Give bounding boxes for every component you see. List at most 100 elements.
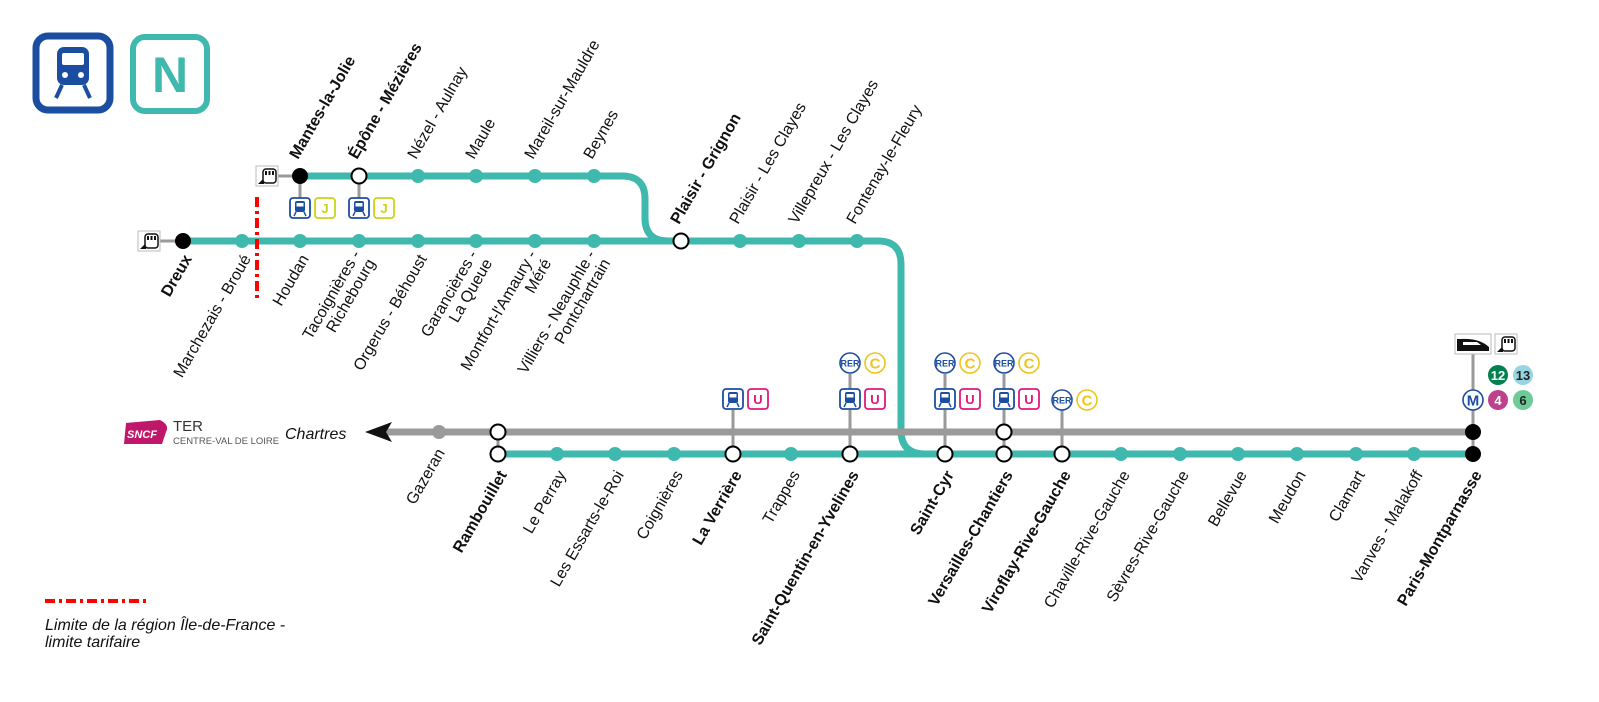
- station-marker[interactable]: [724, 445, 742, 463]
- rer-badge: RER: [839, 352, 861, 374]
- svg-text:U: U: [1024, 392, 1033, 407]
- svg-text:RER: RER: [840, 359, 860, 369]
- station-marker[interactable]: [587, 234, 601, 248]
- station-name: Bellevue: [1205, 468, 1250, 530]
- station-marker[interactable]: [1053, 445, 1071, 463]
- station-label-nezel-aulnay[interactable]: Nézel - Aulnay: [405, 64, 471, 162]
- transilien-train-icon: [348, 197, 370, 219]
- line-j-badge: J: [373, 197, 395, 219]
- station-name: Rambouillet: [450, 467, 511, 555]
- transilien-train-icon: [722, 388, 744, 410]
- station-label-maule[interactable]: Maule: [463, 116, 500, 162]
- station-label-saint-quentin-en-yvelines[interactable]: Saint-Quentin-en-Yvelines: [749, 468, 863, 648]
- station-marker[interactable]: [1114, 447, 1128, 461]
- station-name: Saint-Cyr: [908, 468, 958, 538]
- line-u-badge: U: [959, 388, 981, 410]
- metro-line-13-badge: 13: [1513, 365, 1533, 385]
- station-marker[interactable]: [235, 234, 249, 248]
- station-marker[interactable]: [995, 445, 1013, 463]
- rer-line-c-badge: C: [1076, 389, 1098, 411]
- station-marker[interactable]: [352, 234, 366, 248]
- station-marker[interactable]: [469, 234, 483, 248]
- station-label-bellevue[interactable]: Bellevue: [1205, 468, 1250, 530]
- station-label-trappes[interactable]: Trappes: [760, 468, 804, 527]
- station-marker[interactable]: [1231, 447, 1245, 461]
- station-label-meudon[interactable]: Meudon: [1266, 468, 1310, 527]
- station-marker[interactable]: [411, 234, 425, 248]
- station-name: Coignières: [634, 468, 687, 543]
- station-marker[interactable]: [1349, 447, 1363, 461]
- line-letter: N: [152, 47, 188, 103]
- station-name: Trappes: [760, 468, 804, 527]
- station-marker[interactable]: [350, 167, 368, 185]
- station-marker[interactable]: [528, 234, 542, 248]
- chartres-destination: Chartres: [285, 426, 346, 443]
- station-name: Nézel - Aulnay: [405, 64, 471, 162]
- tgv-icon: [1454, 333, 1492, 355]
- sncf-logo: [124, 420, 168, 444]
- svg-text:U: U: [965, 392, 974, 407]
- station-marker[interactable]: [784, 447, 798, 461]
- station-marker[interactable]: [1465, 446, 1481, 462]
- station-marker[interactable]: [1173, 447, 1187, 461]
- station-label-la-verriere[interactable]: La Verrière: [690, 468, 746, 548]
- transilien-train-icon: [289, 197, 311, 219]
- station-marker[interactable]: [1407, 447, 1421, 461]
- station-marker[interactable]: [292, 168, 308, 184]
- train-ter-icon: [137, 230, 161, 252]
- station-marker[interactable]: [672, 232, 690, 250]
- station-marker[interactable]: [733, 234, 747, 248]
- station-label-coignieres[interactable]: Coignières: [634, 468, 687, 543]
- station-marker[interactable]: [1290, 447, 1304, 461]
- station-name: Le Perray: [520, 468, 569, 537]
- station-marker[interactable]: [608, 447, 622, 461]
- station-label-gazeran[interactable]: Gazeran: [403, 446, 448, 508]
- line-u-badge: U: [1018, 388, 1040, 410]
- line-u-badge: U: [864, 388, 886, 410]
- mode-train-badge: [32, 32, 114, 114]
- rer-line-c-badge: C: [1018, 352, 1040, 374]
- station-label-mantes-la-jolie[interactable]: Mantes-la-Jolie: [287, 53, 360, 162]
- rer-badge: RER: [993, 352, 1015, 374]
- svg-text:C: C: [965, 356, 976, 373]
- svg-text:13: 13: [1516, 368, 1530, 383]
- station-label-clamart[interactable]: Clamart: [1326, 468, 1369, 525]
- station-marker[interactable]: [528, 169, 542, 183]
- station-marker[interactable]: [550, 447, 564, 461]
- station-marker[interactable]: [995, 423, 1013, 441]
- station-label-rambouillet[interactable]: Rambouillet: [450, 467, 511, 555]
- station-marker[interactable]: [850, 234, 864, 248]
- legend-line-2: limite tarifaire: [45, 634, 140, 651]
- station-marker[interactable]: [432, 425, 446, 439]
- station-label-dreux[interactable]: Dreux: [158, 252, 195, 300]
- station-name: Mantes-la-Jolie: [287, 53, 360, 162]
- station-marker[interactable]: [1465, 424, 1481, 440]
- station-name: Houdan: [270, 252, 313, 309]
- station-marker[interactable]: [489, 423, 507, 441]
- svg-text:J: J: [380, 201, 387, 216]
- svg-text:C: C: [1082, 393, 1093, 410]
- station-label-houdan[interactable]: Houdan: [270, 252, 313, 309]
- station-label-le-perray[interactable]: Le Perray: [520, 468, 569, 537]
- station-label-beynes[interactable]: Beynes: [581, 107, 622, 162]
- train-ter-icon: [1494, 333, 1518, 355]
- station-marker[interactable]: [489, 445, 507, 463]
- station-marker[interactable]: [175, 233, 191, 249]
- station-marker[interactable]: [293, 234, 307, 248]
- station-marker[interactable]: [792, 234, 806, 248]
- station-marker[interactable]: [411, 169, 425, 183]
- svg-text:SNCF: SNCF: [127, 429, 157, 441]
- station-label-saint-cyr[interactable]: Saint-Cyr: [908, 468, 958, 538]
- svg-text:6: 6: [1519, 393, 1526, 408]
- station-marker[interactable]: [469, 169, 483, 183]
- station-name: Dreux: [158, 252, 195, 300]
- station-marker[interactable]: [936, 445, 954, 463]
- svg-text:4: 4: [1494, 393, 1502, 408]
- ter-brand-label: TER: [173, 418, 203, 435]
- station-marker[interactable]: [667, 447, 681, 461]
- station-marker[interactable]: [587, 169, 601, 183]
- station-name: Meudon: [1266, 468, 1310, 527]
- station-marker[interactable]: [841, 445, 859, 463]
- rer-line-c-badge: C: [959, 352, 981, 374]
- svg-text:RER: RER: [1052, 396, 1072, 406]
